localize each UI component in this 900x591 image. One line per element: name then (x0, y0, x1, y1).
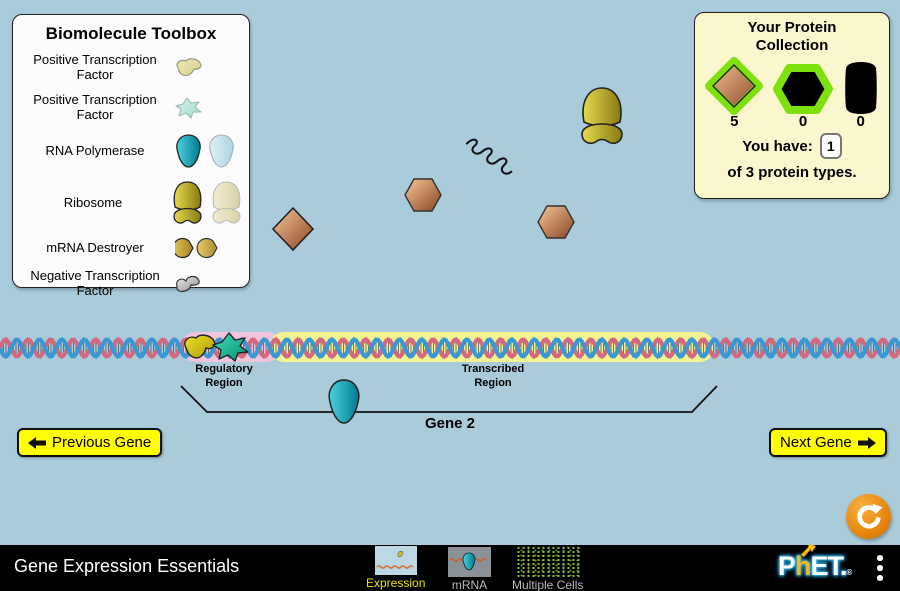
protein-hexagon-molecule[interactable] (403, 177, 443, 213)
protein-slot-hexagon: 0 (772, 63, 834, 130)
multiple-cells-tab-thumbnail (515, 546, 580, 577)
protein-slot-cylinder: 0 (843, 61, 879, 130)
navbar: Gene Expression Essentials Expression mR… (0, 544, 900, 591)
toolbox-item-label: RNA Polymerase (45, 142, 145, 158)
rna-polymerase-icon[interactable] (175, 134, 202, 168)
positive-tf-teal-on-dna[interactable] (212, 332, 250, 363)
dna-strand (0, 337, 900, 359)
ribosome-ghost-icon[interactable] (210, 180, 243, 226)
you-have-count-box: 1 (819, 133, 842, 159)
phet-logo-arrow-icon (801, 544, 816, 557)
protein-hexagon-molecule[interactable] (536, 204, 576, 240)
left-arrow-icon (28, 436, 46, 449)
previous-gene-button[interactable]: Previous Gene (17, 428, 163, 457)
reset-all-button[interactable] (846, 494, 891, 539)
phet-logo-et: ET. (810, 551, 848, 581)
diamond-protein-icon (705, 57, 764, 115)
positive-tf-yellow-icon[interactable] (175, 58, 205, 78)
previous-gene-label: Previous Gene (52, 434, 152, 451)
toolbox-title: Biomolecule Toolbox (45, 24, 217, 43)
sim-title: Gene Expression Essentials (14, 556, 240, 576)
mrna-destroyer-icon[interactable] (175, 238, 219, 258)
mrna-tab-thumbnail (448, 547, 491, 577)
negative-tf-icon[interactable] (175, 274, 203, 294)
protein-slot-diamond: 5 (705, 57, 764, 130)
mrna-strand-molecule[interactable] (451, 135, 522, 202)
tab-mrna-label: mRNA (451, 578, 488, 591)
positive-tf-yellow-on-dna[interactable] (183, 334, 219, 362)
phet-logo-h: h (795, 551, 811, 581)
next-gene-button[interactable]: Next Gene (769, 428, 887, 457)
ribosome-molecule[interactable] (579, 86, 625, 148)
tab-expression[interactable]: Expression (366, 546, 425, 590)
protein-count: 0 (856, 113, 865, 130)
menu-dots-icon[interactable] (877, 555, 883, 581)
toolbox-item-label: Positive Transcription Factor (33, 52, 157, 82)
phet-logo-registered: ® (846, 568, 853, 577)
phet-logo: PhET.® (778, 544, 853, 582)
biomolecule-toolbox-panel: Biomolecule Toolbox Positive Transcripti… (12, 14, 250, 298)
protein-count: 0 (798, 113, 808, 130)
hexagon-protein-icon (772, 64, 833, 114)
protein-diamond-molecule[interactable] (271, 206, 315, 252)
regulatory-region-label: Regulatory Region (195, 363, 253, 389)
reset-icon (856, 503, 883, 528)
rna-polymerase-ghost-icon[interactable] (208, 134, 235, 168)
phet-logo-p: P (778, 551, 796, 581)
you-have-label: You have: (742, 137, 813, 155)
gene-bracket (180, 385, 718, 413)
toolbox-item-label: Ribosome (63, 194, 123, 210)
positive-tf-teal-icon[interactable] (175, 97, 203, 119)
tab-expression-label: Expression (366, 576, 426, 590)
rna-polymerase-molecule[interactable] (327, 379, 361, 424)
gene-label: Gene 2 (424, 415, 476, 432)
tab-mrna[interactable]: mRNA (448, 547, 491, 591)
tab-multiple-cells[interactable]: Multiple Cells (512, 546, 583, 591)
expression-tab-thumbnail (374, 546, 417, 575)
toolbox-item-label: Negative Transcription Factor (30, 268, 160, 298)
ribosome-icon[interactable] (171, 180, 204, 226)
cylinder-protein-icon (844, 62, 877, 114)
toolbox-item-label: Positive Transcription Factor (33, 92, 157, 122)
toolbox-item-label: mRNA Destroyer (46, 239, 144, 255)
right-arrow-icon (857, 436, 876, 449)
protein-collection-title: Your Protein Collection (747, 19, 837, 54)
next-gene-label: Next Gene (780, 434, 852, 451)
protein-types-subtitle: of 3 protein types. (727, 164, 857, 181)
protein-count: 5 (730, 113, 739, 130)
protein-collection-panel: Your Protein Collection 5 0 0 (694, 12, 890, 199)
transcribed-region-label: Transcribed Region (461, 363, 525, 389)
tab-multiple-cells-label: Multiple Cells (512, 578, 584, 591)
